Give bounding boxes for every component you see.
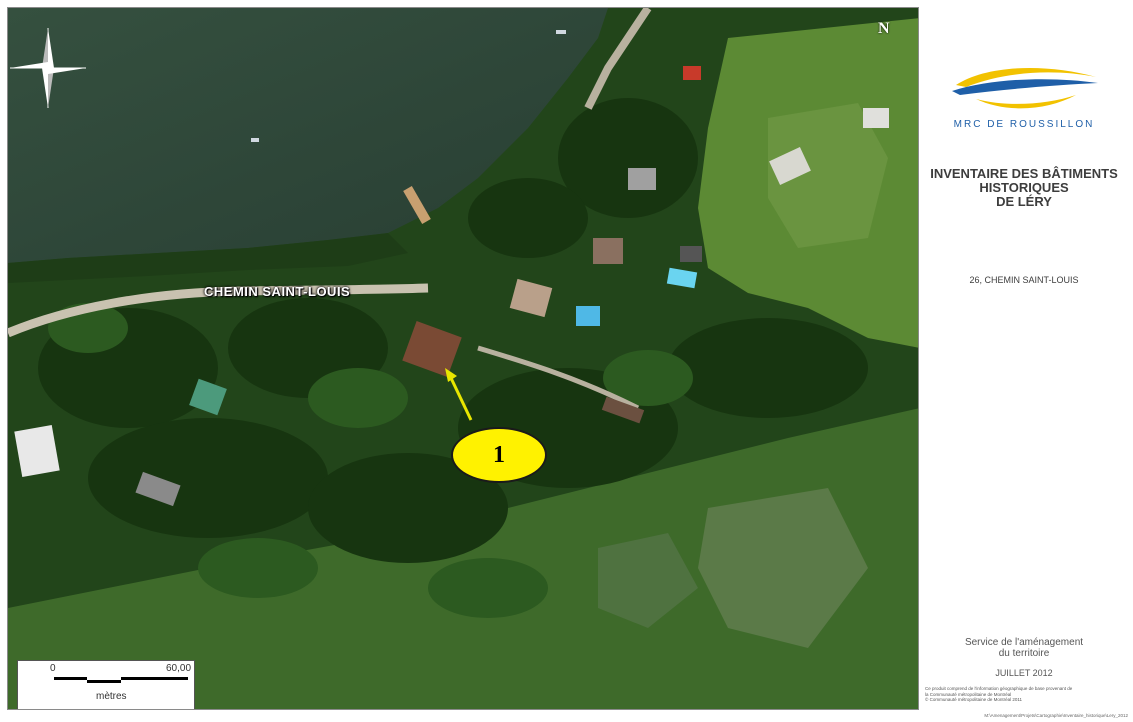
scale-bar-icon bbox=[54, 677, 188, 683]
map-title: INVENTAIRE DES BÂTIMENTS HISTORIQUES DE … bbox=[921, 167, 1127, 209]
driveway bbox=[477, 345, 640, 411]
credits-line: la Communauté métropolitaine de Montréal bbox=[925, 691, 1012, 697]
credits-line: Ce produit comprend de l'information géo… bbox=[925, 686, 1073, 691]
map-date: JUILLET 2012 bbox=[995, 668, 1053, 678]
title-line: DE LÉRY bbox=[996, 194, 1052, 209]
aerial-photo bbox=[8, 8, 918, 709]
pool bbox=[666, 267, 698, 289]
access-road-north bbox=[584, 8, 652, 110]
mrc-logo-icon bbox=[952, 67, 1098, 109]
organization-name: MRC DE ROUSSILLON bbox=[953, 119, 1095, 130]
marsh-patch bbox=[698, 488, 868, 648]
scale-bar: 0 60,00 mètres bbox=[17, 660, 195, 709]
callout-number: 1 bbox=[493, 441, 505, 468]
legend-panel: MRC DE ROUSSILLON INVENTAIRE DES BÂTIMEN… bbox=[921, 7, 1127, 710]
road-chemin-saint-louis bbox=[8, 283, 429, 338]
marsh-field bbox=[8, 408, 918, 709]
lawn-clearing bbox=[768, 103, 888, 248]
tree-highlights bbox=[48, 303, 693, 618]
credits-line: © Communauté métropolitaine de Montréal … bbox=[925, 697, 1023, 702]
buildings bbox=[14, 66, 889, 507]
north-label: N bbox=[878, 20, 890, 37]
dock bbox=[403, 186, 431, 224]
scale-max: 60,00 bbox=[166, 663, 192, 674]
aerial-map[interactable]: CHEMIN SAINT-LOUIS 1 N 0 60,00 bbox=[7, 7, 919, 710]
scale-zero: 0 bbox=[50, 663, 56, 674]
callout-arrow-icon bbox=[445, 368, 473, 421]
north-arrow-icon bbox=[10, 28, 86, 108]
boat bbox=[556, 30, 566, 34]
service-line: Service de l'aménagement bbox=[964, 637, 1084, 648]
building-callout[interactable]: 1 bbox=[451, 427, 547, 483]
title-line: INVENTAIRE DES BÂTIMENTS bbox=[930, 166, 1118, 181]
building-address: 26, CHEMIN SAINT-LOUIS bbox=[969, 275, 1079, 285]
shoreline-trees bbox=[8, 233, 408, 283]
pool bbox=[576, 306, 600, 326]
boat bbox=[251, 138, 259, 142]
lake-water bbox=[8, 8, 608, 263]
service-line: du territoire bbox=[998, 648, 1050, 659]
marsh-patch bbox=[598, 533, 698, 628]
title-line: HISTORIQUES bbox=[979, 180, 1069, 195]
data-credits: Ce produit comprend de l'information géo… bbox=[925, 686, 1125, 703]
file-path: M:\Amenagement\Projets\Cartographie\Inve… bbox=[984, 713, 1128, 718]
scale-unit: mètres bbox=[96, 691, 127, 702]
road-label: CHEMIN SAINT-LOUIS bbox=[204, 284, 351, 299]
service-name: Service de l'aménagement du territoire bbox=[921, 637, 1127, 659]
